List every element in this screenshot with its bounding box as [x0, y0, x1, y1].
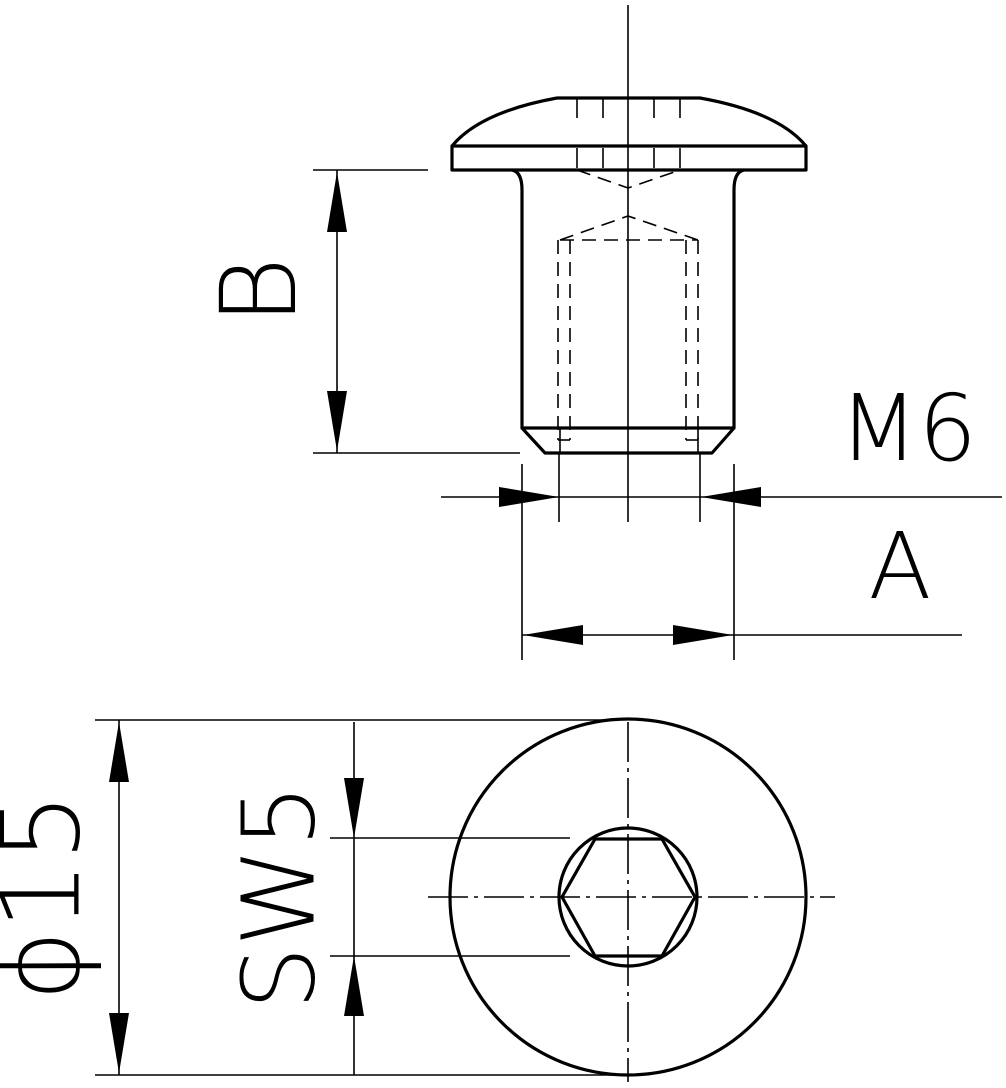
dimension-m6: M6 — [441, 374, 1002, 522]
dimension-a-label: A — [869, 513, 932, 620]
top-view: ϕ15 SW5 — [0, 717, 835, 1082]
hex-socket — [560, 837, 697, 958]
hidden-socket-cone — [559, 169, 699, 241]
screw-head — [450, 96, 808, 148]
sleeve-chamfer — [520, 426, 736, 455]
screw-head-flange — [450, 144, 808, 172]
dimension-a: A — [521, 464, 962, 660]
dimension-m6-label: M6 — [839, 375, 977, 482]
sleeve-body — [511, 168, 745, 430]
dimension-b-label: B — [198, 257, 320, 325]
dimension-b: B — [197, 169, 520, 454]
hidden-internal-thread — [557, 239, 699, 441]
head-outline-circle — [448, 717, 808, 1077]
dimension-sw5: SW5 — [219, 722, 570, 1075]
dimension-phi15: ϕ15 — [0, 719, 615, 1076]
dimension-sw5-label: SW5 — [221, 784, 338, 1010]
socket-circle — [557, 826, 699, 968]
dimension-phi15-label: ϕ15 — [0, 793, 105, 1002]
hex-socket-head-lines — [576, 98, 681, 168]
side-view: B M6 A — [197, 5, 1002, 660]
